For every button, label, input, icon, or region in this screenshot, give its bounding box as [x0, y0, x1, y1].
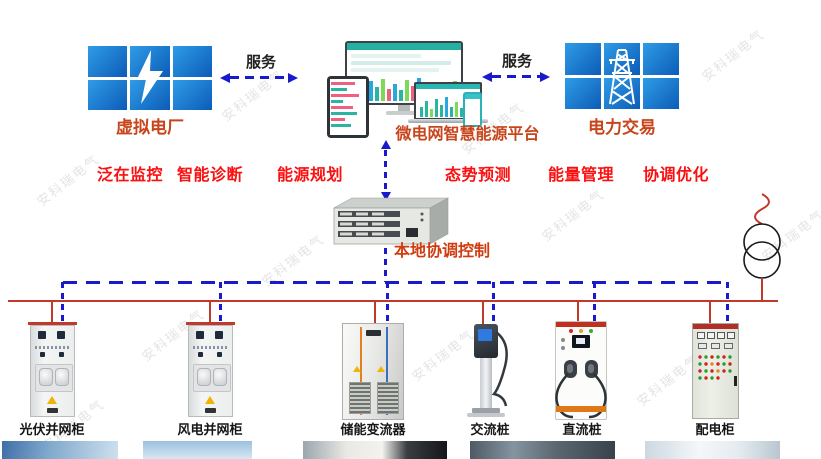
feature-optimization: 协调优化: [643, 167, 710, 184]
monitor-stand-base: [386, 111, 422, 115]
power-drop: [577, 301, 579, 324]
power-drop: [482, 301, 484, 326]
power-drop: [709, 301, 711, 326]
arrowhead-left-icon: [482, 71, 492, 82]
feature-energy-mgmt: 能量管理: [548, 167, 615, 184]
controller-label: 本地协调控制: [394, 243, 491, 260]
arrowhead-right-icon: [540, 71, 550, 82]
comm-drop: [726, 282, 729, 326]
tablet-bar-chart: [331, 82, 359, 127]
comm-drop: [593, 282, 596, 324]
blue-tile: [643, 77, 679, 109]
controller-bus-link: [384, 248, 387, 282]
arrowhead-right-icon: [288, 72, 298, 83]
feature-forecast: 态势预测: [445, 167, 512, 184]
arrowhead-up-icon: [381, 140, 391, 149]
service-label-left: 服务: [246, 54, 277, 71]
blue-tile: [643, 43, 679, 75]
device-label-dc-pile: 直流桩: [562, 422, 602, 437]
dc-charging-pile: [555, 321, 607, 420]
site-photo-wind: [143, 441, 252, 459]
blue-tile: [565, 77, 601, 109]
power-bus: [8, 300, 778, 302]
dashboard-header: [347, 43, 461, 50]
site-photo-distribution: [645, 441, 780, 459]
site-photo-charging: [470, 441, 615, 459]
watermark-text: 安科瑞电气: [698, 26, 768, 85]
feature-monitoring: 泛在监控: [97, 167, 164, 184]
feature-diagnosis: 智能诊断: [177, 167, 244, 184]
service-arrow-left-line: [230, 76, 288, 79]
watermark-text: 安科瑞电气: [33, 151, 103, 210]
power-trading-tiles: [565, 43, 679, 109]
distribution-cabinet: [692, 323, 739, 419]
arrowhead-down-icon: [381, 192, 391, 201]
site-photo-pv: [2, 441, 118, 459]
device-label-ac-pile: 交流桩: [470, 422, 510, 437]
comm-drop: [219, 282, 222, 326]
device-label-dist: 配电柜: [695, 422, 735, 437]
comm-drop: [386, 282, 389, 326]
watermark-text: 安科瑞电气: [538, 186, 608, 245]
arrowhead-left-icon: [220, 72, 230, 83]
virtual-plant-label: 虚拟电厂: [116, 118, 184, 137]
power-trading-label: 电力交易: [588, 118, 656, 137]
power-drop: [374, 301, 376, 326]
blue-tile: [172, 46, 212, 77]
blue-tile: [88, 79, 128, 110]
comm-bus: [63, 281, 730, 284]
ac-charging-pile: [467, 324, 510, 420]
service-arrow-right-line: [492, 75, 540, 78]
controller-server: [332, 197, 450, 245]
transformer-icon: [743, 193, 781, 302]
blue-tile: [172, 79, 212, 110]
storage-converter: [342, 323, 404, 420]
indicator-lights: [698, 355, 732, 380]
blue-tile: [565, 43, 601, 75]
platform-controller-link: [384, 150, 387, 192]
blue-tile: [88, 46, 128, 77]
laptop-base: [408, 119, 488, 123]
charging-cable: [491, 331, 508, 407]
lightning-icon: [137, 50, 163, 104]
pv-grid-cabinet: [28, 322, 77, 420]
comm-drop: [492, 282, 495, 326]
wind-grid-cabinet: [186, 322, 235, 420]
comm-drop: [61, 282, 64, 326]
feature-planning: 能源规划: [277, 167, 344, 184]
platform-label: 微电网智慧能源平台: [395, 126, 540, 143]
device-label-wind: 风电并网柜: [177, 422, 243, 437]
platform-tablet: [327, 76, 369, 138]
power-drop: [51, 301, 53, 326]
site-photo-storage: [303, 441, 447, 459]
watermark-text: 安科瑞电气: [408, 326, 478, 385]
transmission-tower-icon: [609, 49, 635, 105]
device-label-pv: 光伏并网柜: [19, 422, 85, 437]
power-drop: [209, 301, 211, 326]
device-label-storage: 储能变流器: [340, 422, 406, 437]
virtual-plant-tiles: [88, 46, 212, 110]
monitor-stand: [398, 105, 410, 112]
service-label-right: 服务: [502, 53, 533, 70]
platform-phone: [463, 92, 482, 127]
